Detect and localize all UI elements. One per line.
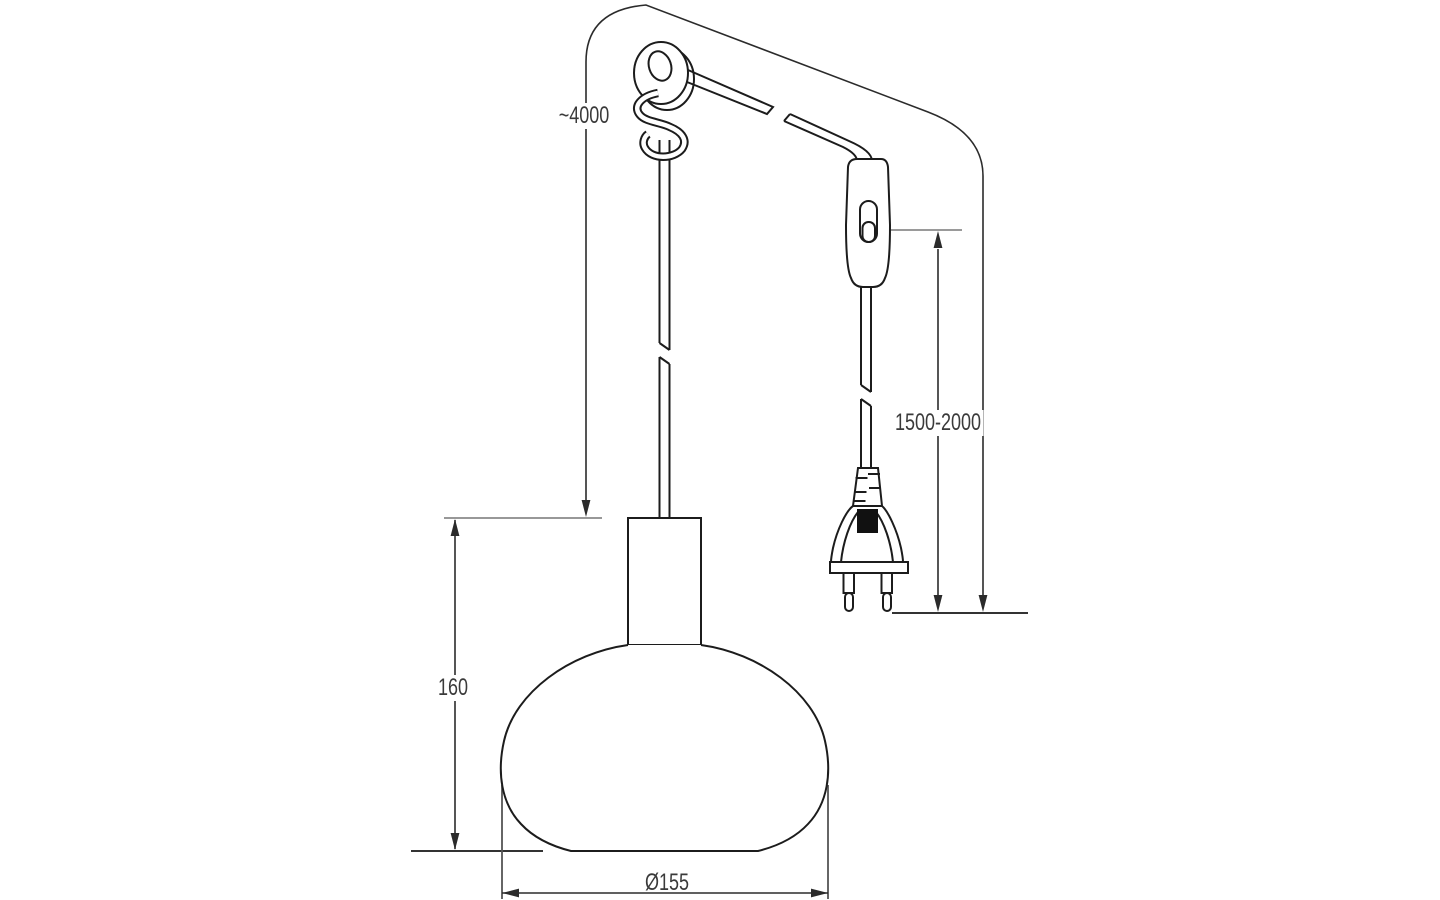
- cord-switch-to-plug: [860, 287, 872, 469]
- shade-diameter-label: Ø155: [644, 869, 690, 896]
- lamp-shade: [499, 644, 830, 852]
- plug-label: [857, 509, 878, 533]
- cable-length-label: ~4000: [556, 103, 612, 129]
- cord-hook-to-lamp: [658, 140, 671, 518]
- plug-pins: [842, 572, 893, 612]
- plug-collar: [829, 561, 909, 574]
- shade-height-label: 160: [435, 675, 471, 701]
- ceiling-hook: [633, 41, 695, 161]
- switch-rocker: [861, 221, 876, 243]
- inline-switch: [844, 158, 892, 288]
- dimension-shade-diameter-line: [502, 888, 828, 898]
- cord-hook-to-switch: [686, 69, 873, 162]
- dimension-cable-length-line: [581, 4, 988, 612]
- lamp-socket: [627, 517, 702, 646]
- plug-drop-label: 1500-2000: [892, 410, 984, 436]
- euro-plug: [829, 467, 909, 612]
- extension-lines: [411, 229, 1028, 899]
